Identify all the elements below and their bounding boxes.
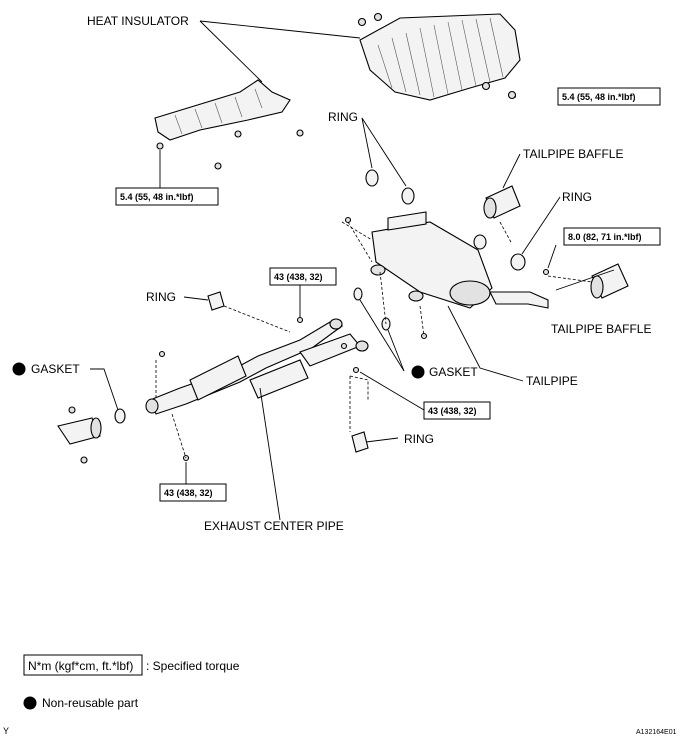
label-ring-right: RING	[562, 190, 592, 204]
label-ring-top: RING	[328, 110, 358, 124]
tailpipe-muffler	[370, 211, 549, 309]
ring-muffler	[473, 234, 487, 250]
label-ring-bottom: RING	[404, 432, 434, 446]
gasket-mid-1	[353, 287, 363, 301]
heat-insulator-rear	[357, 12, 521, 101]
label-heat-insulator: HEAT INSULATOR	[87, 14, 189, 28]
torque-center-upper: 43 (438, 32)	[274, 272, 323, 282]
ring-right	[510, 253, 526, 271]
exhaust-center-pipe	[145, 318, 369, 415]
label-tailpipe: TAILPIPE	[526, 374, 578, 388]
nonreusable-dot-gasket-mid	[411, 365, 425, 379]
legend-torque-box	[23, 654, 143, 676]
label-tailpipe-baffle-right: TAILPIPE BAFFLE	[551, 322, 651, 336]
corner-mark-right: A132164E01	[636, 729, 677, 736]
torque-center-lower: 43 (438, 32)	[164, 488, 213, 498]
legend-torque-desc: : Specified torque	[146, 659, 240, 673]
nonreusable-dot-gasket-left	[12, 362, 26, 376]
legend-nonreusable-dot	[23, 696, 37, 710]
assembly-lines	[155, 221, 593, 459]
torque-center-right: 43 (438, 32)	[428, 406, 477, 416]
ring-upper-right	[401, 187, 415, 205]
ring-hanger-left	[207, 291, 225, 311]
label-gasket-left: GASKET	[31, 362, 80, 376]
ring-hanger-bottom	[351, 431, 369, 453]
legend-torque-unit: N*m (kgf*cm, ft.*lbf)	[28, 659, 133, 673]
tailpipe-baffle-lower	[590, 263, 629, 299]
torque-insulator-rear: 5.4 (55, 48 in.*lbf)	[562, 92, 636, 102]
ring-upper-left	[365, 169, 379, 187]
tailpipe-baffle-upper	[483, 185, 521, 219]
front-pipe-flange	[57, 406, 102, 464]
corner-mark-left: Y	[3, 726, 9, 736]
label-tailpipe-baffle-top: TAILPIPE BAFFLE	[523, 147, 623, 161]
heat-insulator-front	[154, 79, 304, 170]
bolts	[158, 216, 550, 462]
leader-lines	[90, 20, 615, 521]
gasket-front	[114, 408, 126, 424]
legend-nonreusable-desc: Non-reusable part	[42, 696, 139, 710]
label-gasket-mid: GASKET	[429, 365, 478, 379]
label-exhaust-center-pipe: EXHAUST CENTER PIPE	[204, 519, 344, 533]
label-ring-left: RING	[146, 290, 176, 304]
torque-baffle: 8.0 (82, 71 in.*lbf)	[568, 232, 642, 242]
torque-insulator-front: 5.4 (55, 48 in.*lbf)	[120, 192, 194, 202]
